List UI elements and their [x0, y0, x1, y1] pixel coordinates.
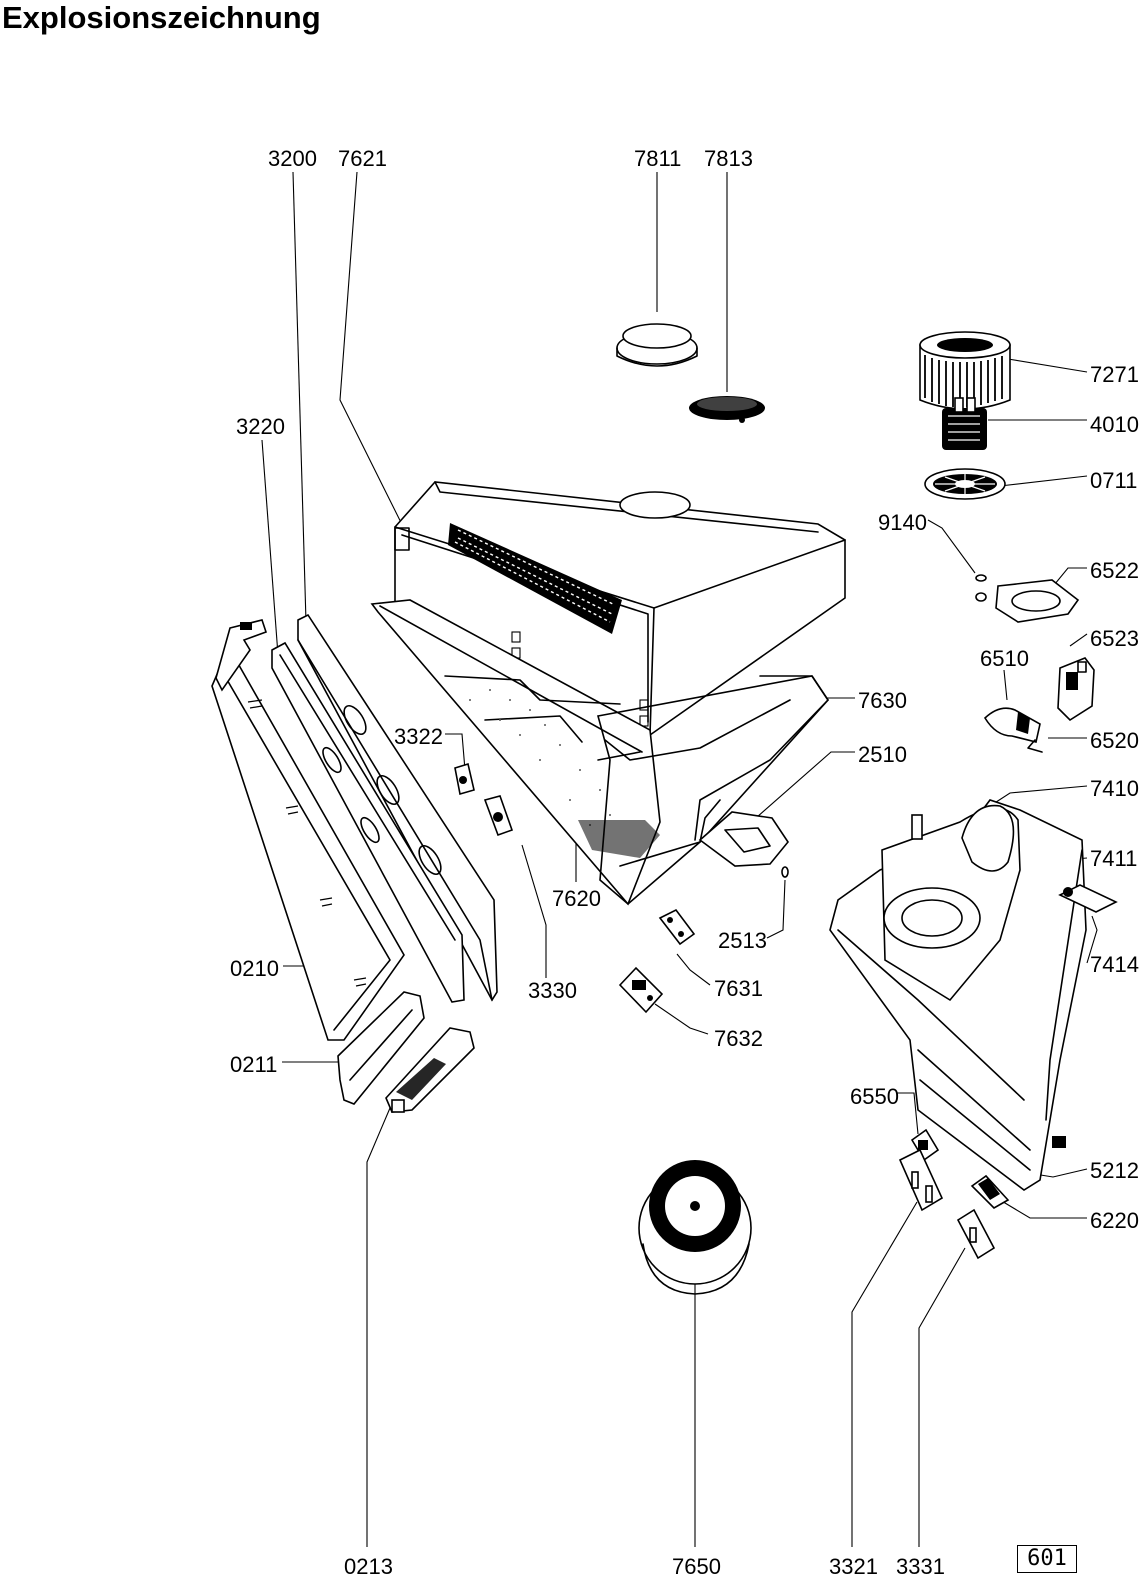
label-7621: 7621 — [338, 146, 387, 171]
fan-pulley-7650 — [638, 1160, 752, 1295]
label-7813: 7813 — [704, 146, 753, 171]
label-7631: 7631 — [714, 976, 763, 1001]
fan-housing — [829, 799, 1087, 1191]
lamp-cover — [698, 811, 789, 867]
small-clips — [975, 574, 987, 602]
circuit-board-7632 — [618, 966, 664, 1014]
label-6550: 6550 — [850, 1084, 899, 1109]
screw-2513 — [781, 866, 789, 878]
motor-drum — [919, 331, 1011, 410]
label-4010: 4010 — [1090, 412, 1139, 437]
grease-filter-frame — [370, 599, 721, 906]
label-7620: 7620 — [552, 886, 601, 911]
switch-knob-3330 — [483, 795, 514, 837]
label-3330: 3330 — [528, 978, 577, 1003]
lamp-holder-plate — [995, 579, 1080, 623]
label-2510: 2510 — [858, 742, 907, 767]
label-0711: 0711 — [1090, 468, 1137, 493]
switch-housing — [1057, 657, 1095, 722]
label-3200: 3200 — [268, 146, 317, 171]
switch-knob-3322 — [454, 762, 475, 796]
page-title: Explosionszeichnung — [2, 0, 321, 35]
label-6523: 6523 — [1090, 626, 1139, 651]
front-panel-3200 — [297, 613, 498, 1002]
label-5212: 5212 — [1090, 1158, 1139, 1183]
label-0211: 0211 — [230, 1052, 277, 1077]
label-7410: 7410 — [1090, 776, 1139, 801]
label-0213: 0213 — [344, 1554, 393, 1576]
filter-disc — [689, 396, 765, 423]
label-7411: 7411 — [1090, 846, 1137, 871]
label-2513: 2513 — [718, 928, 767, 953]
connector-6220 — [970, 1174, 1010, 1209]
front-panel-3220 — [271, 641, 465, 1003]
leader-lines — [261, 171, 1098, 1547]
label-7650: 7650 — [672, 1554, 721, 1576]
label-3331: 3331 — [896, 1554, 945, 1576]
label-3321: 3321 — [829, 1554, 878, 1576]
label-3220: 3220 — [236, 414, 285, 439]
flap-part — [1058, 884, 1118, 913]
profile-0211 — [337, 991, 425, 1105]
bracket-3321 — [898, 1148, 944, 1212]
label-6520: 6520 — [1090, 728, 1139, 753]
lamp-bulb — [983, 707, 1043, 753]
bracket-3331 — [956, 1208, 996, 1260]
control-unit-0213 — [385, 1027, 475, 1113]
circuit-board-7631 — [658, 908, 696, 946]
carbon-filter-ring — [616, 323, 698, 367]
fan-wheel — [924, 468, 1006, 500]
hood-vent-grille — [448, 523, 622, 634]
label-6510: 6510 — [980, 646, 1029, 671]
label-7271: 7271 — [1090, 362, 1139, 387]
bottom-plate — [596, 675, 830, 906]
label-6220: 6220 — [1090, 1208, 1139, 1233]
part-number-labels: 3200 7621 7811 7813 7271 4010 0711 9140 … — [230, 146, 1139, 1576]
page-number-box: 601 — [1017, 1545, 1077, 1573]
label-3322: 3322 — [394, 724, 443, 749]
motor-unit — [942, 397, 987, 450]
panel-bracket-top — [215, 619, 268, 692]
label-7414: 7414 — [1090, 952, 1139, 977]
label-7630: 7630 — [858, 688, 907, 713]
label-7811: 7811 — [634, 146, 681, 171]
label-6522: 6522 — [1090, 558, 1139, 583]
label-7632: 7632 — [714, 1026, 763, 1051]
label-9140: 9140 — [878, 510, 927, 535]
label-0210: 0210 — [230, 956, 279, 981]
